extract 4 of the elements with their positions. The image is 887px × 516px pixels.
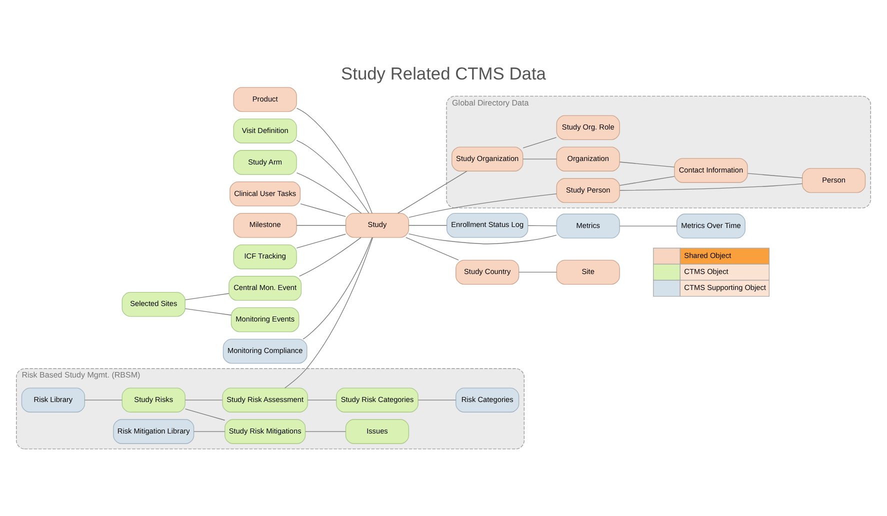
legend-label: Shared Object [684, 250, 732, 260]
legend-label: CTMS Supporting Object [684, 282, 766, 292]
diagram-title: Study Related CTMS Data [341, 62, 546, 83]
legend-label: CTMS Object [684, 266, 728, 276]
